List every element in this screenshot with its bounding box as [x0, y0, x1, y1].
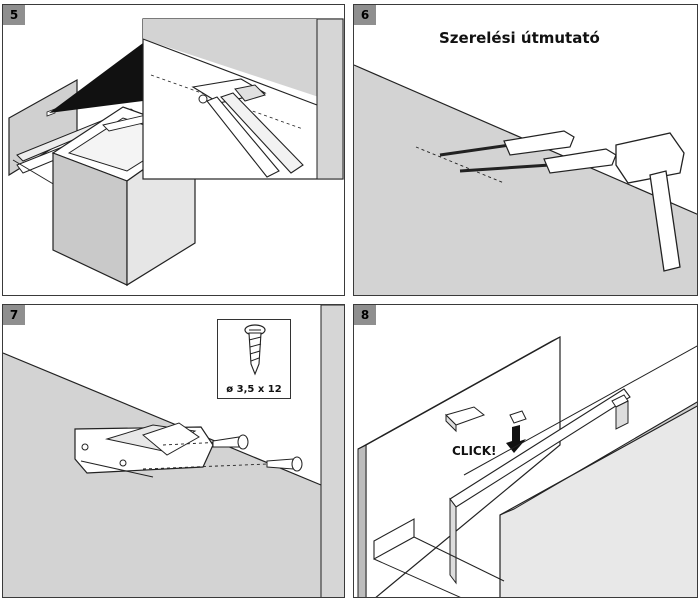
screw-2: [266, 458, 294, 470]
click-label: CLICK!: [452, 444, 497, 458]
step-6-panel: 6 Szerelési útmutató: [353, 4, 698, 296]
step-7-panel: 7 ø 3,5 x 12: [2, 304, 345, 598]
click-clip: [509, 410, 527, 424]
screwdriver-2: [543, 148, 617, 174]
screw-1: [212, 436, 240, 448]
step-5-illustration: [8, 18, 344, 287]
hinge-bracket: [191, 78, 267, 104]
down-arrow-icon: [506, 425, 526, 453]
page-title: Szerelési útmutató: [439, 29, 600, 47]
step-8-illustration: [357, 335, 697, 597]
screw-spec-box: ø 3,5 x 12: [217, 319, 291, 399]
hammer-handle: [649, 170, 681, 272]
step-number: 5: [3, 5, 25, 25]
hammer-head: [615, 132, 685, 184]
step-5-panel: 5: [2, 4, 345, 296]
magnify-cone: [49, 43, 143, 113]
cabinet-wall: [354, 65, 697, 295]
marking-pencil: [206, 96, 280, 178]
step-number: 7: [3, 305, 25, 325]
step-number: 8: [354, 305, 376, 325]
step-number: 6: [354, 5, 376, 25]
step-8-panel: 8 CLICK!: [353, 304, 698, 598]
step-7-illustration: [3, 305, 344, 597]
screw-icon: [244, 324, 266, 376]
screwdriver-1: [503, 130, 575, 156]
cabinet-wall: [3, 353, 321, 597]
screw-spec-label: ø 3,5 x 12: [226, 384, 282, 395]
step-6-illustration: [354, 64, 697, 295]
